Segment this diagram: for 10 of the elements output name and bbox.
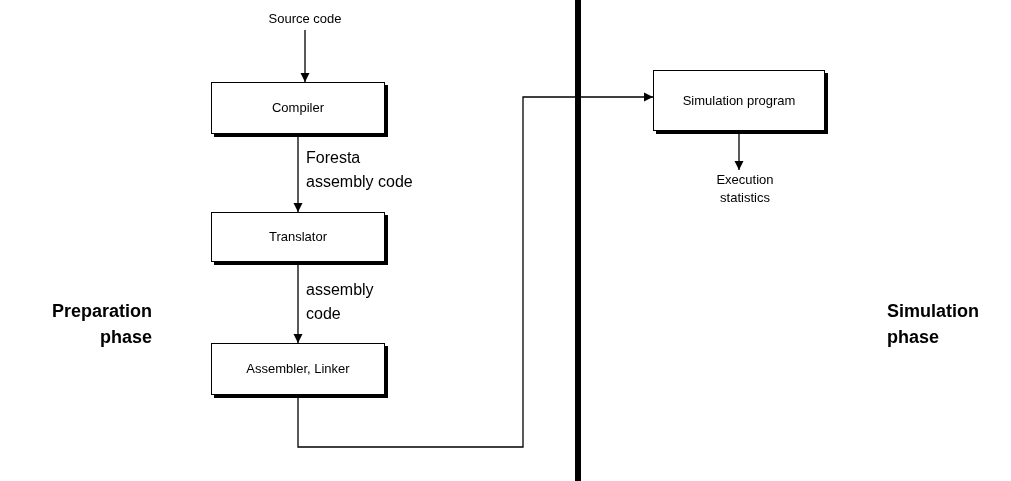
arrow: [297, 92, 654, 448]
text-label: Source code: [250, 8, 360, 30]
phase-label: Simulation phase: [887, 300, 980, 349]
text-label: Execution statistics: [690, 170, 800, 208]
process-box: Compiler: [211, 82, 385, 134]
process-box: Simulation program: [653, 70, 825, 131]
arrow: [300, 29, 310, 83]
process-box: Assembler, Linker: [211, 343, 385, 395]
process-box: Translator: [211, 212, 385, 262]
phase-label: Preparation phase: [50, 300, 152, 349]
